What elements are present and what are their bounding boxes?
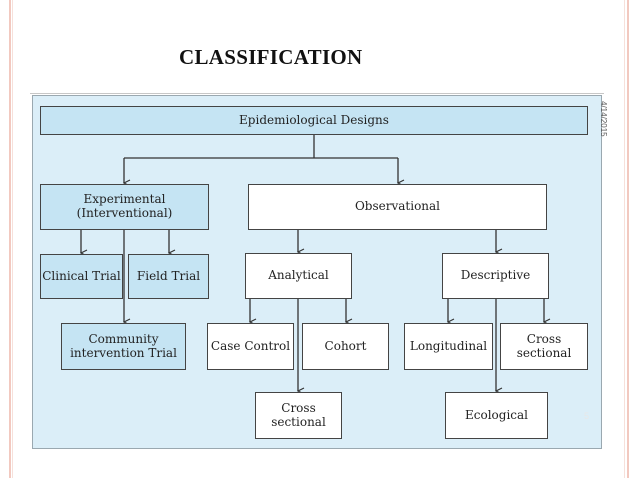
node-community-trial: Community intervention Trial	[61, 323, 186, 370]
slide-date: 4/14/2015	[599, 101, 608, 137]
node-longitudinal: Longitudinal	[404, 323, 493, 370]
node-observational: Observational	[248, 184, 547, 230]
node-analytical: Analytical	[245, 253, 352, 299]
node-cross-sectional-descriptive: Cross sectional	[500, 323, 588, 370]
node-cross-sectional-analytical: Cross sectional	[255, 392, 342, 439]
node-descriptive: Descriptive	[442, 253, 549, 299]
slide-border-inner-left	[12, 0, 13, 478]
node-cohort: Cohort	[302, 323, 389, 370]
node-ecological: Ecological	[445, 392, 548, 439]
node-epidemiological-designs: Epidemiological Designs	[40, 106, 588, 135]
node-experimental: Experimental (Interventional)	[40, 184, 209, 230]
node-field-trial: Field Trial	[128, 254, 209, 299]
slide-page-number: 5	[584, 411, 590, 421]
slide-border-inner-right	[624, 0, 625, 478]
node-case-control: Case Control	[207, 323, 294, 370]
slide-title: CLASSIFICATION	[179, 45, 363, 69]
node-clinical-trial: Clinical Trial	[40, 254, 123, 299]
figure-top-rule	[30, 93, 604, 94]
slide-border-left	[9, 0, 11, 478]
slide-border-right	[627, 0, 629, 478]
